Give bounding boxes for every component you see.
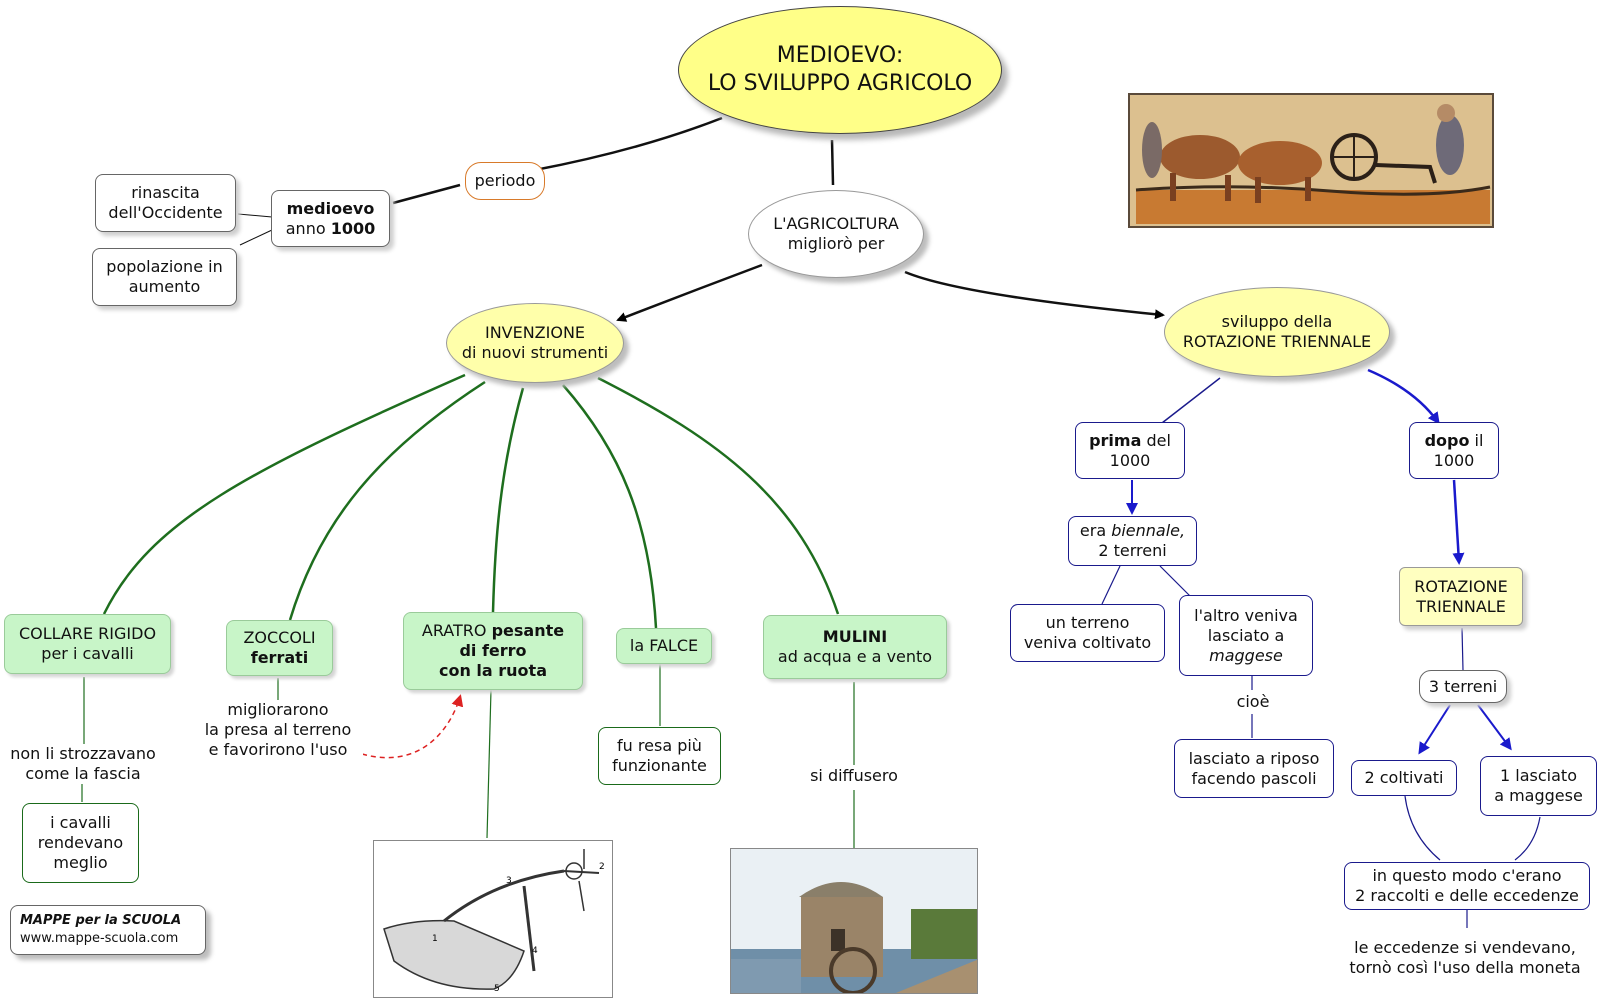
mulini-node: MULINI ad acqua e a vento xyxy=(763,615,947,679)
medieval-ploughing-picture xyxy=(1128,93,1494,228)
link-sviluppo-prima xyxy=(1161,377,1221,424)
plough-picture: 1 2 3 4 5 xyxy=(373,840,613,998)
falce-result-node: fu resa più funzionante xyxy=(598,727,721,785)
altro-terreno-node: l'altro veniva lasciato a maggese xyxy=(1179,595,1313,676)
brand-url: www.mappe-scuola.com xyxy=(20,931,179,946)
collare-link-label: non li strozzavano come la fascia xyxy=(2,744,164,784)
arrow-tre-coltivati xyxy=(1418,704,1451,755)
link-aratro-picture xyxy=(486,689,492,839)
plough-label-2: 2 xyxy=(599,862,605,872)
link-medioevo-rinascita xyxy=(237,213,273,218)
link-invenzione-falce xyxy=(562,384,658,629)
prima-node: prima del 1000 xyxy=(1075,422,1185,479)
link-medioevo-popolazione xyxy=(239,229,273,246)
link-title-agricoltura xyxy=(830,139,835,186)
collare-node: COLLARE RIGIDO per i cavalli xyxy=(4,614,171,674)
sviluppo-node: sviluppo della ROTAZIONE TRIENNALE xyxy=(1164,287,1390,377)
tre-terreni-node: 3 terreni xyxy=(1419,670,1507,703)
arrow-agricoltura-sviluppo xyxy=(904,270,1165,320)
medioevo-node: medioevo anno 1000 xyxy=(271,190,390,247)
due-coltivati-node: 2 coltivati xyxy=(1351,760,1457,796)
agricoltura-node: L'AGRICOLTURA migliorò per xyxy=(748,190,924,278)
title-line2: LO SVILUPPO AGRICOLO xyxy=(707,71,973,96)
arrow-sviluppo-dopo xyxy=(1367,368,1440,425)
aratro-node: ARATRO pesante di ferro con la ruota xyxy=(403,612,583,690)
link-invenzione-zoccoli xyxy=(288,380,486,621)
watermill-photo-icon xyxy=(731,849,977,993)
ploughing-scene-icon xyxy=(1130,95,1492,226)
mulini-link-label: si diffusero xyxy=(798,766,910,788)
watermill-picture xyxy=(730,848,978,994)
arrow-tre-maggese xyxy=(1477,704,1512,751)
link-title-periodo xyxy=(534,116,723,172)
link-invenzione-aratro xyxy=(491,387,525,613)
plough-label-5: 5 xyxy=(494,984,500,994)
cavalli-node: i cavalli rendevano meglio xyxy=(22,803,139,883)
rinascita-node: rinascita dell'Occidente xyxy=(95,174,236,232)
invenzione-node: INVENZIONE di nuovi strumenti xyxy=(446,303,624,383)
link-periodo-medioevo xyxy=(392,183,461,205)
title-line1: MEDIOEVO: xyxy=(776,43,904,68)
arrow-zoccoli-aratro xyxy=(361,694,464,759)
plough-label-3: 3 xyxy=(506,876,512,886)
arrow-agricoltura-invenzione xyxy=(616,263,763,322)
plough-label-1: 1 xyxy=(432,934,438,944)
popolazione-node: popolazione in aumento xyxy=(92,248,237,306)
zoccoli-node: ZOCCOLI ferrati xyxy=(226,620,333,676)
zoccoli-link-label: migliorarono la presa al terreno e favor… xyxy=(193,700,363,762)
raccolti-node: in questo modo c'erano 2 raccolti e dell… xyxy=(1344,862,1590,910)
brand-box: MAPPE per la SCUOLA www.mappe-scuola.com xyxy=(10,905,206,955)
plough-drawing-icon: 1 2 3 4 5 xyxy=(383,849,605,994)
link-invenzione-mulini xyxy=(597,376,840,615)
riposo-node: lasciato a riposo facendo pascoli xyxy=(1174,739,1334,798)
rotazione-node: ROTAZIONE TRIENNALE xyxy=(1399,567,1523,626)
link-biennale-altro xyxy=(1159,565,1191,597)
dopo-node: dopo il 1000 xyxy=(1409,422,1499,479)
link-invenzione-collare xyxy=(102,373,466,615)
periodo-node: periodo xyxy=(465,162,545,200)
falce-node: la FALCE xyxy=(616,628,712,664)
terreno-coltivato-node: un terreno veniva coltivato xyxy=(1010,604,1165,662)
title-node: MEDIOEVO: LO SVILUPPO AGRICOLO xyxy=(678,6,1002,134)
eccedenze-label: le eccedenze si vendevano, tornò così l'… xyxy=(1330,938,1600,980)
brand-name: MAPPE per la SCUOLA xyxy=(20,913,182,928)
link-maggese-raccolti xyxy=(1514,816,1541,861)
arrow-dopo-rotazione xyxy=(1452,479,1465,565)
biennale-node: era biennale, 2 terreni xyxy=(1068,516,1197,566)
cioe-label: cioè xyxy=(1228,692,1278,714)
plough-label-4: 4 xyxy=(532,946,538,956)
link-biennale-terreno xyxy=(1101,565,1121,605)
link-rotazione-tre xyxy=(1461,627,1464,671)
link-coltivati-raccolti xyxy=(1404,795,1441,861)
uno-maggese-node: 1 lasciato a maggese xyxy=(1480,756,1597,816)
